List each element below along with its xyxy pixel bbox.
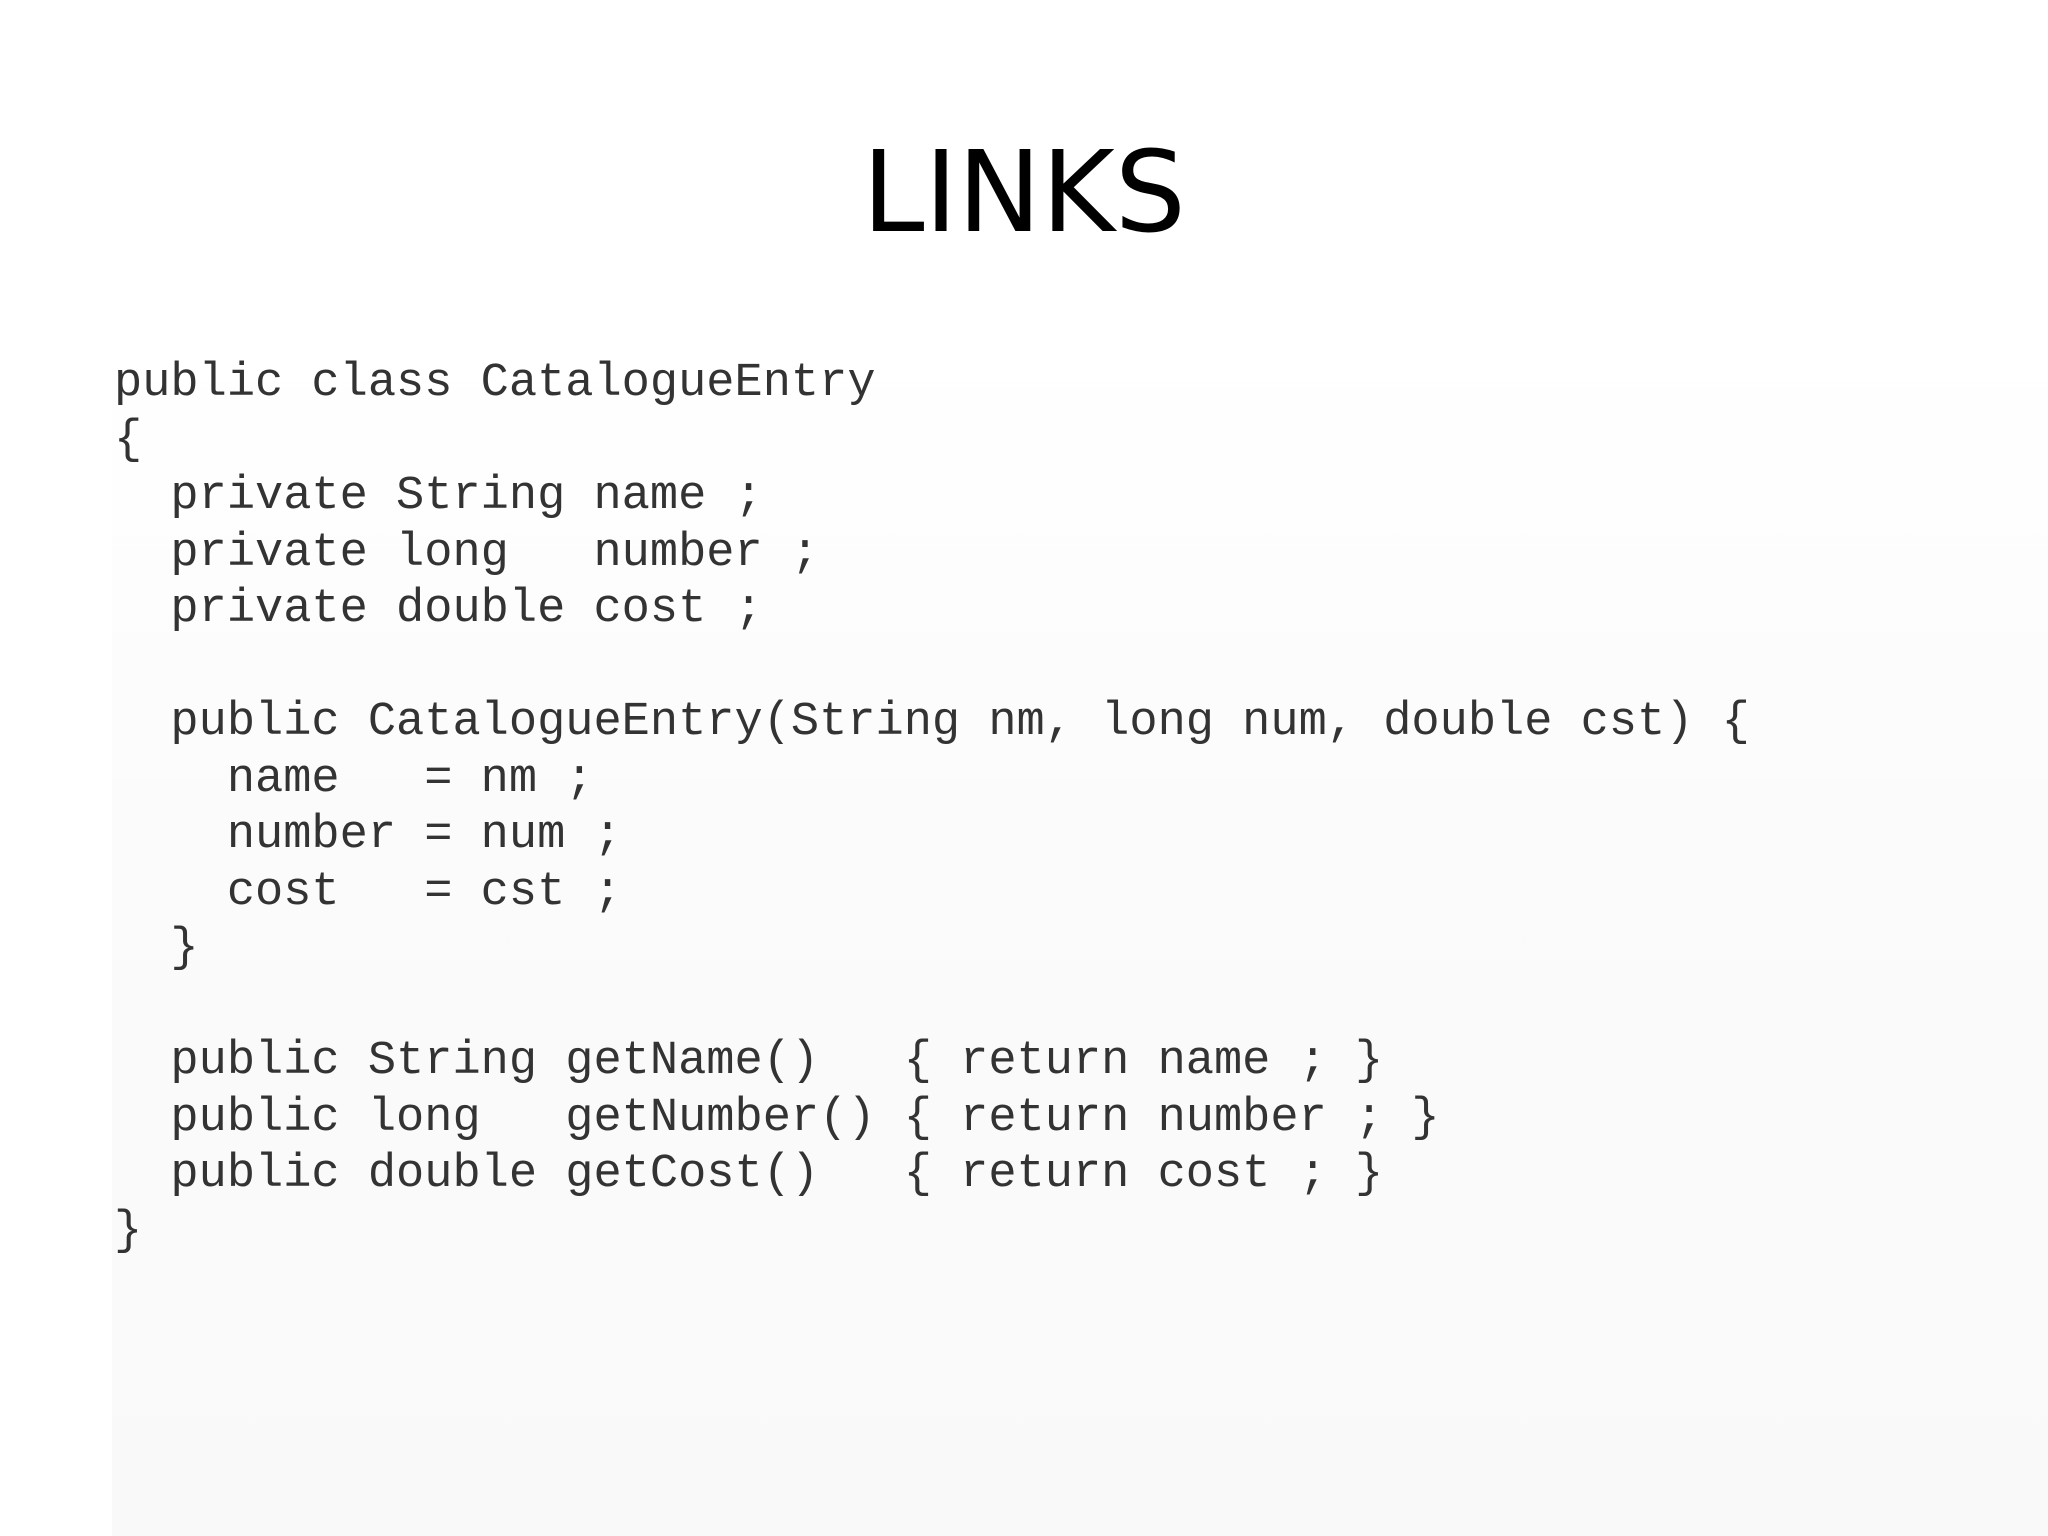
code-line: } <box>114 1204 143 1258</box>
slide-title: LINKS <box>862 128 1186 258</box>
code-line: } <box>114 922 199 975</box>
code-line: public CatalogueEntry(String nm, long nu… <box>114 696 1750 749</box>
code-block: public class CatalogueEntry{ private Str… <box>114 356 1750 1260</box>
code-line <box>114 978 1750 1035</box>
code-line: { <box>114 413 143 467</box>
code-line: number = num ; <box>114 809 622 862</box>
code-line: name = nm ; <box>114 752 594 806</box>
code-line: cost = cst ; <box>114 865 622 919</box>
code-line <box>114 639 1750 696</box>
code-line: public long getNumber() { return number … <box>114 1091 1440 1145</box>
code-line: private String name ; <box>114 470 763 523</box>
code-line: public class CatalogueEntry <box>114 357 876 410</box>
code-background <box>112 345 2048 1536</box>
code-line: private double cost ; <box>114 583 763 636</box>
code-line: public String getName() { return name ; … <box>114 1035 1384 1088</box>
code-line: public double getCost() { return cost ; … <box>114 1148 1384 1201</box>
code-line: private long number ; <box>114 526 820 580</box>
